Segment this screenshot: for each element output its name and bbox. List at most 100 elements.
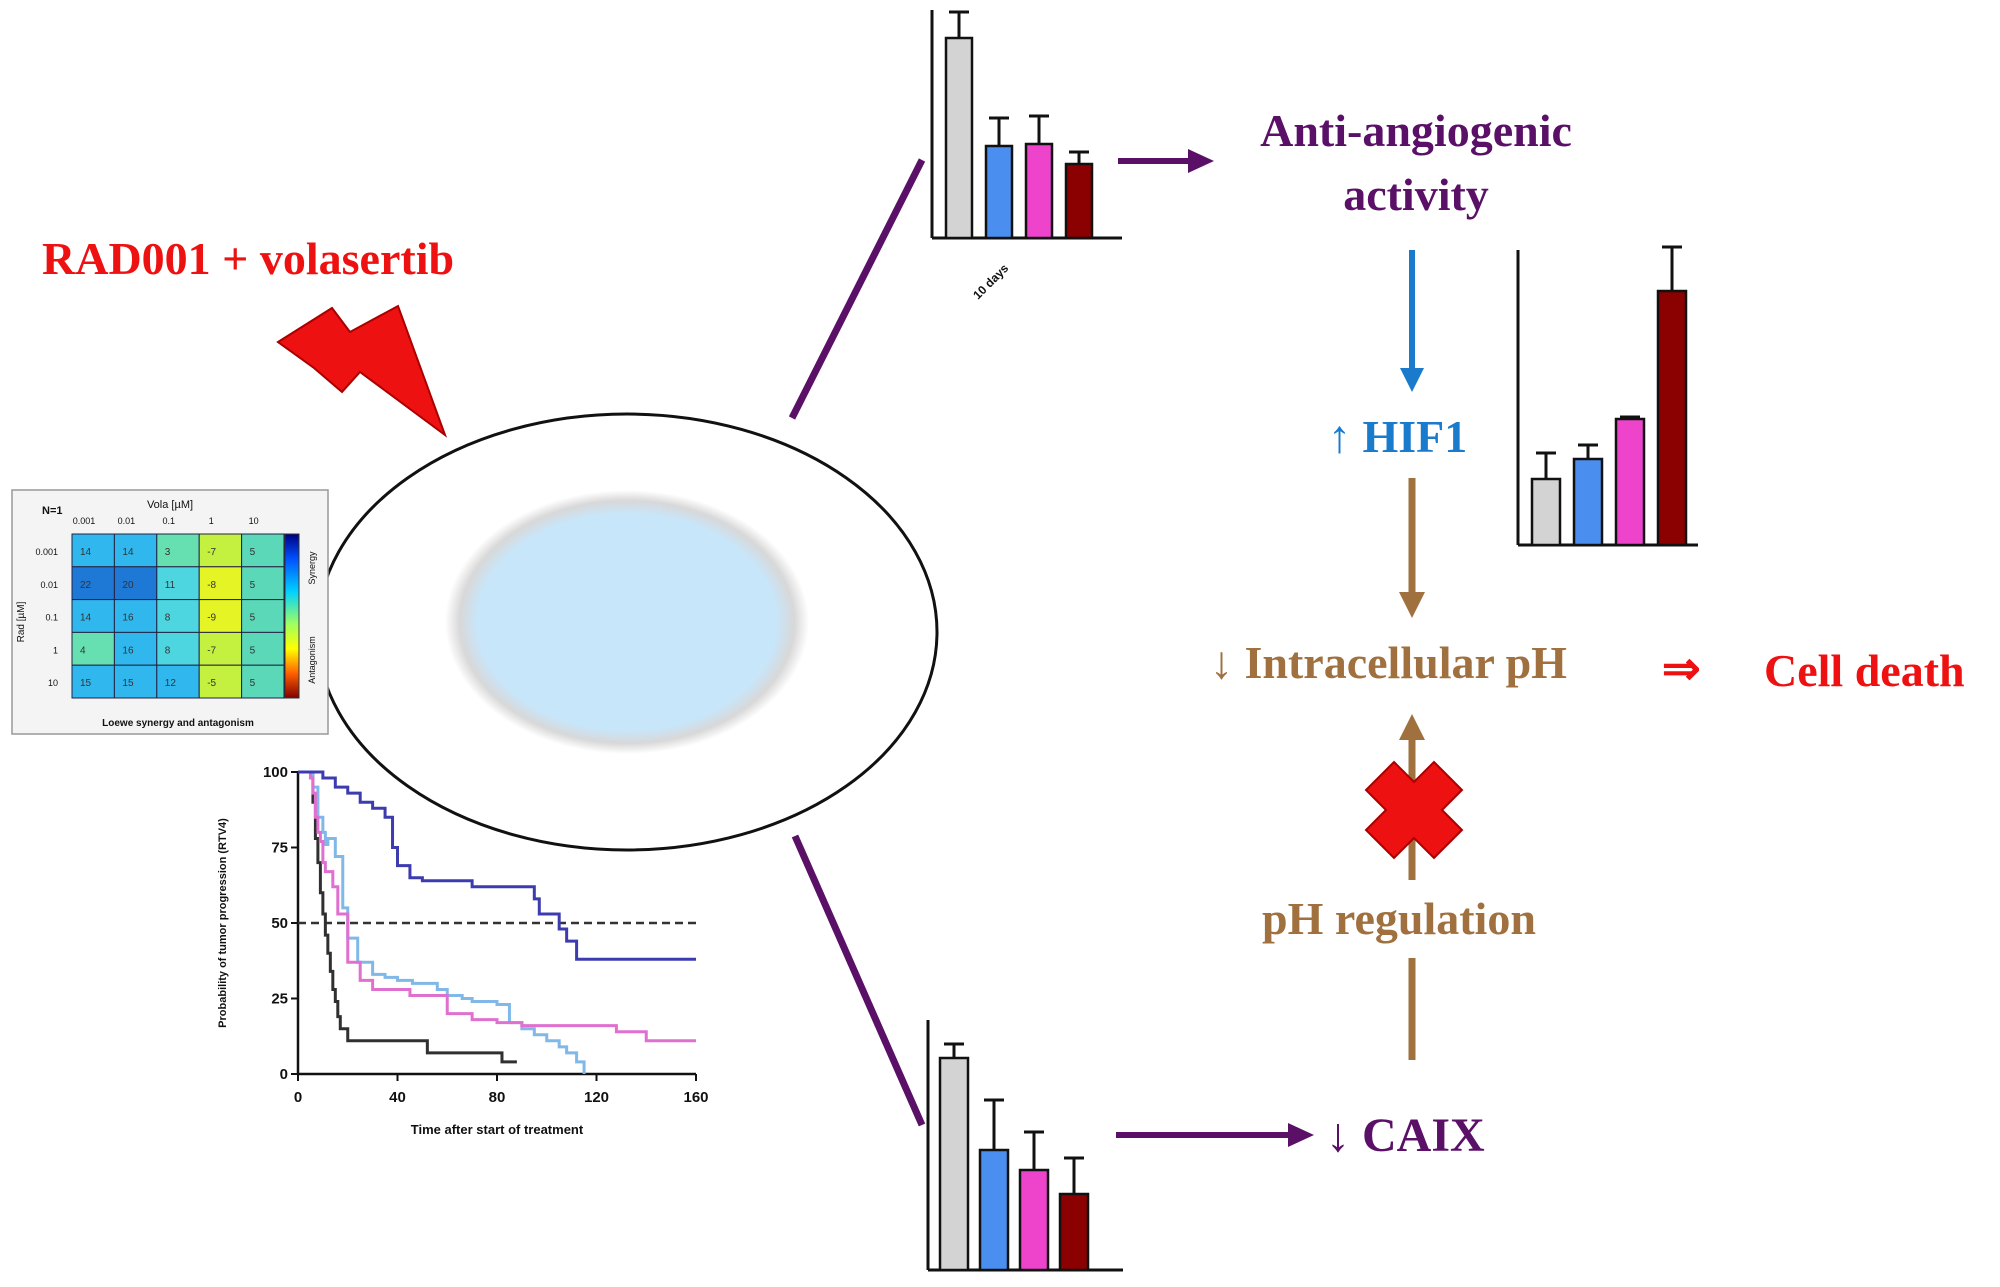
heatmap-cell-value: 16 [122,645,134,656]
heatmap-cell [113,664,158,699]
bar-chart-tick-label: 10 days [970,261,1011,302]
heatmap-cell-value: 3 [165,547,171,558]
heatmap-cell-value: -8 [207,580,216,591]
survival-series-line [298,770,586,1074]
bar [944,36,974,240]
bar [1064,162,1094,240]
survival-series-line [298,770,517,1064]
heatmap-cell-value: 14 [80,547,92,558]
heatmap-cell-value: 15 [122,678,134,689]
heatmap-cell-value: 11 [165,580,176,591]
heatmap-x-tick: 1 [209,516,214,526]
heatmap-legend-synergy: Synergy [307,551,317,585]
heatmap-cell [71,566,115,601]
heatmap-cell [156,631,200,666]
heatmap-cell-value: 5 [250,645,256,656]
heatmap-cell-value: 22 [80,580,92,591]
heatmap-x-tick: 0.1 [163,516,176,526]
heatmap-cell-value: 5 [250,580,256,591]
anti-angiogenic-label-line1: Anti-angiogenic [1260,105,1572,156]
bar [1018,1168,1050,1272]
bar [1530,477,1562,547]
heatmap-cell-value: 16 [122,613,134,624]
heatmap-cell-value: -7 [207,547,216,558]
heatmap-cell-value: -5 [207,678,216,689]
heatmap-cell [156,566,200,601]
survival-series-line [298,770,696,961]
bar [1614,417,1646,547]
heatmap-cell [71,599,115,633]
heatmap-cell-value: 15 [80,678,92,689]
heatmap-cell-value: 5 [250,613,256,624]
heatmap-cell [156,664,200,699]
bar-chart-top: 10 days [930,10,1122,302]
lightning-bolt-icon [276,304,448,438]
implies-arrow-icon: ⇒ [1662,643,1701,694]
arrow-hif-to-ph [1399,478,1425,618]
survival-y-tick-label: 0 [280,1066,288,1083]
heatmap-cell-value: 8 [165,613,171,624]
heatmap-cell [71,664,115,699]
bar [984,144,1014,240]
heatmap-cell [156,599,200,633]
heatmap-x-tick: 0.01 [118,516,136,526]
heatmap-n-label: N=1 [42,505,63,517]
survival-x-tick-label: 0 [294,1089,302,1106]
heatmap-cell [71,631,115,666]
heatmap-cell [241,631,285,666]
bar [1656,289,1688,547]
heatmap-cell-value: 20 [122,580,134,591]
cell-nucleus [445,490,809,754]
heatmap-cell [113,566,158,601]
heatmap-cell-value: 14 [80,613,92,624]
heatmap-cell [241,566,285,601]
heatmap-cell [241,664,285,699]
heatmap-cell-value: 5 [250,547,256,558]
arrow-anti-to-hif [1400,250,1424,392]
connector-line-bottom [791,834,926,1127]
heatmap-cell [198,533,243,568]
heatmap-caption: Loewe synergy and antagonism [102,718,254,729]
heatmap-cell-value: 12 [165,678,177,689]
heatmap-cell-value: 8 [165,645,171,656]
intracellular-ph-label: ↓ Intracellular pH [1210,637,1567,688]
survival-x-tick-label: 160 [683,1089,708,1106]
heatmap-cell-value: 5 [250,678,256,689]
arrow-top-to-anti [1118,149,1214,173]
survival-y-tick-label: 75 [271,840,288,857]
heatmap-cell-value: -9 [207,613,216,624]
heatmap-y-tick: 0.1 [45,613,58,623]
hif1-label: ↑ HIF1 [1328,411,1468,462]
heatmap-cell [113,599,158,633]
survival-x-tick-label: 80 [489,1089,506,1106]
heatmap-cell [241,533,285,568]
heatmap-y-title: Rad [µM] [16,601,27,642]
survival-y-tick-label: 100 [263,764,288,781]
heatmap-cell [113,533,158,568]
bar [1024,142,1054,240]
heatmap-cell [198,566,243,601]
heatmap-x-tick: 10 [249,516,259,526]
connector-line-top [788,158,926,420]
heatmap-cell-value: -7 [207,645,216,656]
heatmap-x-title: Vola [µM] [147,499,193,511]
heatmap-cell [198,599,243,633]
survival-y-tick-label: 50 [271,915,288,932]
heatmap-x-tick: 0.001 [73,516,96,526]
heatmap-cell [156,533,200,568]
heatmap-cell [198,631,243,666]
caix-label: ↓ CAIX [1326,1109,1485,1162]
heatmap-colorbar [284,533,300,699]
heatmap-cell-value: 4 [80,645,86,656]
heatmap-y-tick: 10 [48,678,58,688]
bar-chart-caix [926,1020,1123,1272]
survival-x-label: Time after start of treatment [411,1122,584,1137]
survival-y-tick-label: 25 [271,991,288,1008]
bar [938,1056,970,1272]
treatment-label: RAD001 + volasertib [42,233,455,284]
bar [1572,457,1604,547]
survival-y-label: Probability of tumor progression (RTV4) [217,818,229,1028]
heatmap-cell [71,533,115,568]
